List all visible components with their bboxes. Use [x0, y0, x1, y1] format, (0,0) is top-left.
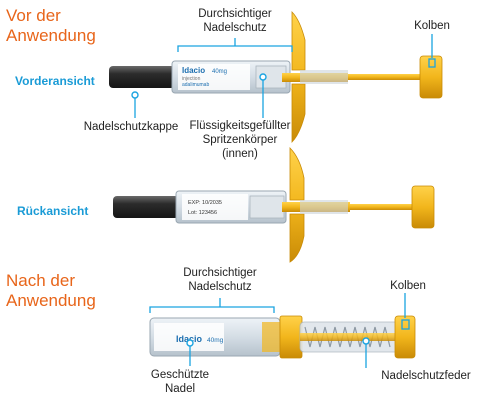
needle-cap-back	[113, 196, 179, 218]
callouts-front	[134, 34, 433, 118]
syringe-window-front	[255, 65, 287, 89]
finger-flange-back	[289, 147, 305, 263]
heading-before-use: Vor der Anwendung	[6, 6, 96, 45]
callout-dots-after	[186, 337, 370, 347]
plunger-head-front	[419, 55, 443, 99]
needle-shield-spring	[304, 326, 391, 348]
label-syringe-body: Flüssigkeitsgefüllter Spritzenkörper (in…	[189, 120, 291, 160]
plunger-rod-front	[348, 74, 428, 80]
callout-dot-needle-cap	[131, 91, 139, 99]
syringe-after-use: Idacio 40mg	[149, 315, 416, 359]
substance-text-front: adalimumab	[182, 82, 209, 88]
injection-text-front: injection	[182, 76, 201, 82]
inner-syringe-after	[262, 322, 288, 352]
spring-housing-after	[299, 321, 401, 353]
dose-text-front: 40mg	[212, 69, 227, 75]
brand-text-front: Idacio	[182, 66, 205, 75]
callouts-after	[149, 293, 406, 368]
exp-text: EXP: 10/2035	[188, 200, 222, 206]
syringe-label-front	[178, 64, 250, 90]
callout-dot-spring	[362, 337, 370, 345]
syringe-label-back	[182, 194, 248, 220]
front-view-label: Vorderansicht	[15, 74, 95, 88]
plunger-housing-front	[282, 73, 348, 82]
callout-dots-front	[131, 73, 267, 99]
label-transparent-shield-top: Durchsichtiger Nadelschutz	[198, 8, 272, 34]
transparent-shield-after	[149, 317, 281, 357]
callout-bracket-shield-top	[177, 45, 293, 52]
callout-dot-syringe-body	[259, 73, 267, 81]
syringe-barrel-back	[175, 190, 287, 224]
label-needle-cap: Nadelschutzkappe	[83, 121, 179, 133]
callout-bracket-shield-bottom	[149, 306, 275, 313]
syringe-label-after	[154, 323, 224, 351]
callout-dot-protected-needle	[186, 339, 194, 347]
heading-after-use: Nach der Anwendung	[6, 271, 96, 310]
syringe-window-back	[249, 195, 285, 219]
plunger-rod-after	[300, 333, 395, 341]
plunger-head-back	[411, 185, 435, 229]
callout-box-plunger-top	[428, 58, 436, 68]
plunger-rod-back	[350, 204, 420, 210]
label-plunger-bottom: Kolben	[390, 280, 426, 292]
label-transparent-shield-bottom: Durchsichtiger Nadelschutz	[183, 267, 257, 293]
label-plunger-top: Kolben	[414, 20, 450, 32]
label-needle-shield-spring: Nadelschutzfeder	[381, 370, 471, 382]
callout-box-plunger-bottom	[401, 319, 410, 330]
label-protected-needle: Geschützte Nadel	[150, 369, 210, 395]
lot-text: Lot: 123456	[188, 210, 217, 216]
plunger-shaft-back	[300, 200, 348, 214]
plunger-shaft-front	[300, 70, 348, 84]
finger-flange-after	[279, 315, 303, 359]
back-view-label: Rückansicht	[17, 204, 89, 218]
needle-cap-front	[109, 66, 175, 88]
plunger-housing-back	[282, 202, 350, 212]
brand-text-after: Idacio	[176, 334, 203, 344]
syringe-barrel-front	[171, 60, 291, 94]
dose-text-after: 40mg	[207, 337, 224, 344]
syringe-back-view: EXP: 10/2035 Lot: 123456	[113, 147, 435, 263]
plunger-head-after	[394, 315, 416, 359]
